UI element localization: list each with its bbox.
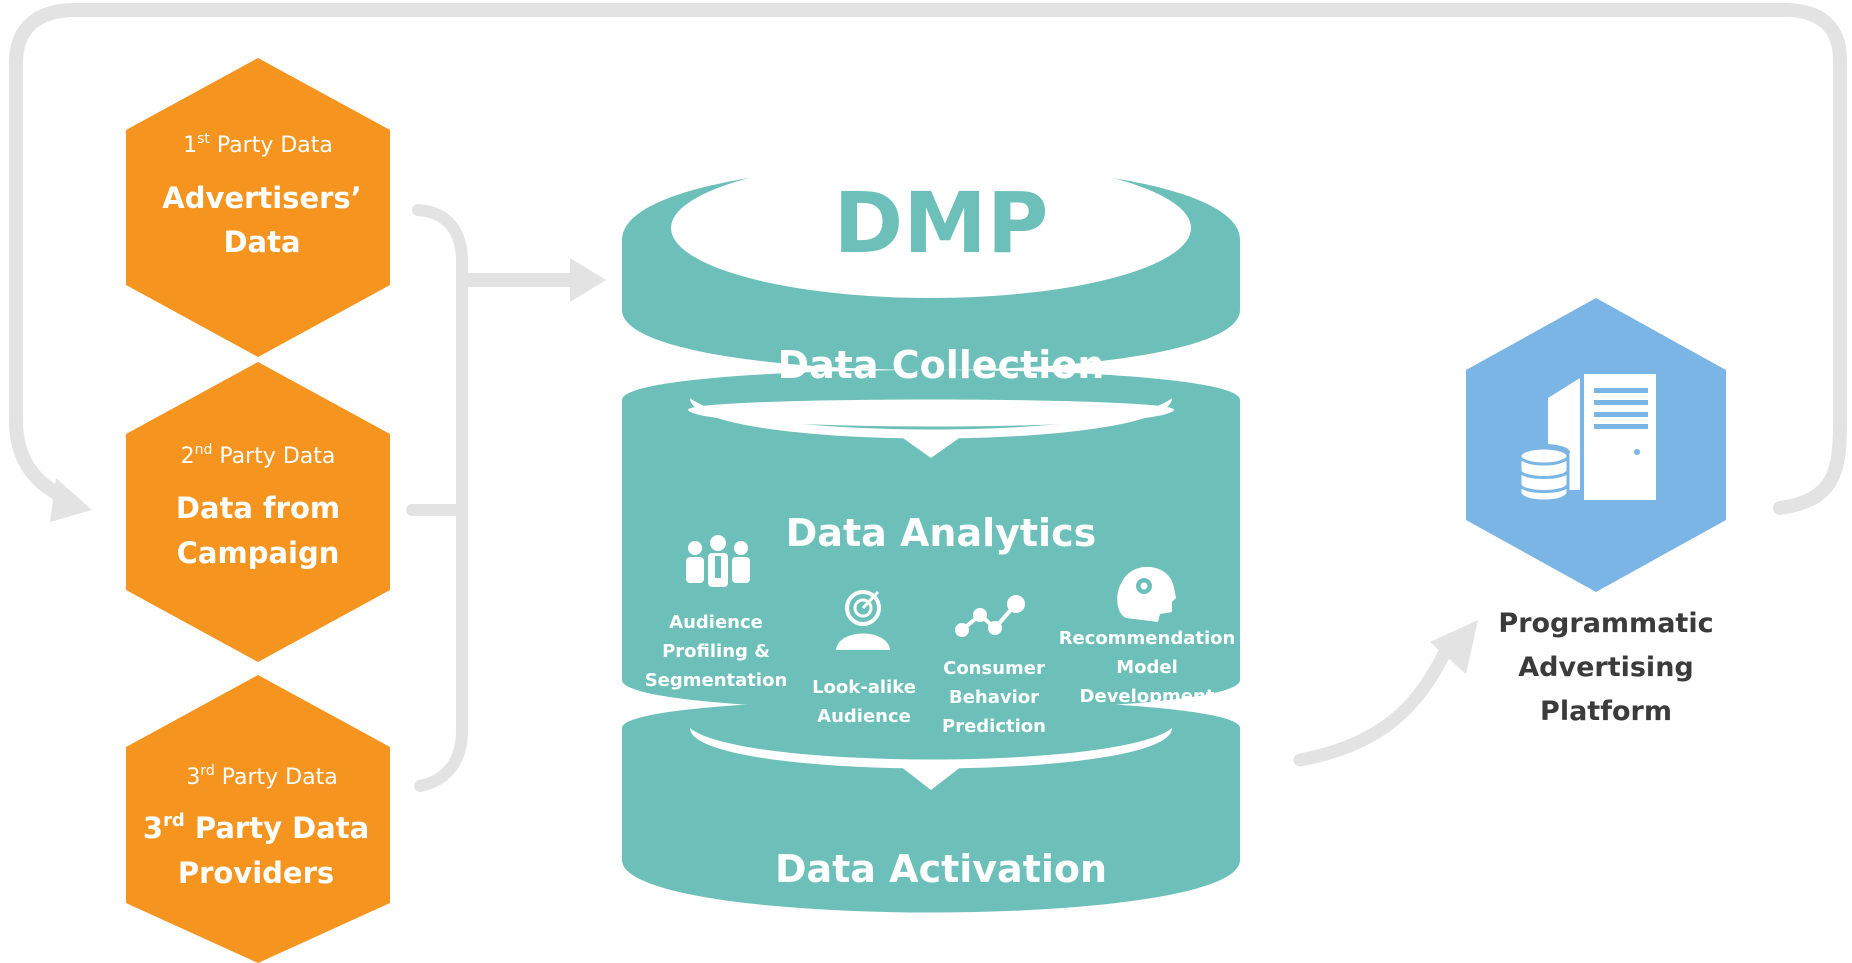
head-gear-icon bbox=[1117, 566, 1176, 622]
feedback-loop-arrow bbox=[9, 2, 1847, 522]
source-3-title-line1: 3rd Party Data bbox=[143, 810, 369, 845]
analytics-item-2-line2: Audience bbox=[817, 706, 911, 727]
data-analytics-label: Data Analytics bbox=[786, 511, 1096, 555]
source-hexagon-2: 2nd Party Data Data from Campaign bbox=[126, 362, 390, 662]
output-arrow bbox=[1293, 620, 1478, 767]
analytics-item-1-line2: Profiling & bbox=[662, 641, 770, 662]
analytics-item-4-line1: Recommendation bbox=[1059, 628, 1236, 649]
data-collection-label: Data Collection bbox=[778, 343, 1105, 387]
source-1-subtitle: 1st Party Data bbox=[183, 131, 333, 158]
analytics-item-1-line1: Audience bbox=[669, 612, 763, 633]
analytics-item-4-line2: Model bbox=[1116, 657, 1178, 678]
analytics-item-3-line1: Consumer bbox=[943, 658, 1045, 679]
people-icon bbox=[686, 535, 750, 587]
source-merge-bracket bbox=[406, 204, 606, 792]
source-2-title-line2: Campaign bbox=[177, 536, 340, 570]
target-person-icon bbox=[836, 590, 890, 650]
platform-label-line3: Platform bbox=[1540, 696, 1672, 727]
source-hexagon-3: 3rd Party Data 3rd Party Data Providers bbox=[126, 675, 390, 963]
analytics-item-4-line3: Development bbox=[1080, 686, 1215, 707]
server-database-icon bbox=[1518, 374, 1656, 503]
source-2-subtitle: 2nd Party Data bbox=[181, 442, 336, 469]
source-3-title-line2: Providers bbox=[178, 856, 334, 890]
source-hexagon-1: 1st Party Data Advertisers’ Data bbox=[126, 58, 390, 357]
data-activation-label: Data Activation bbox=[775, 847, 1107, 891]
platform-label-line1: Programmatic bbox=[1498, 608, 1713, 639]
analytics-item-3-line3: Prediction bbox=[942, 716, 1046, 737]
source-3-subtitle: 3rd Party Data bbox=[186, 763, 337, 790]
source-1-title-line2: Data bbox=[223, 225, 300, 259]
dmp-top-ellipse bbox=[671, 158, 1191, 298]
network-icon bbox=[955, 595, 1025, 637]
analytics-item-3-line2: Behavior bbox=[949, 687, 1039, 708]
source-1-title-line1: Advertisers’ bbox=[162, 181, 361, 215]
analytics-item-2-line1: Look-alike bbox=[812, 677, 916, 698]
dmp-title: DMP bbox=[834, 174, 1049, 272]
source-2-title-line1: Data from bbox=[176, 491, 340, 525]
analytics-item-1-line3: Segmentation bbox=[645, 670, 788, 691]
dmp-cylinder bbox=[622, 158, 1240, 913]
platform-label-line2: Advertising bbox=[1518, 652, 1694, 683]
